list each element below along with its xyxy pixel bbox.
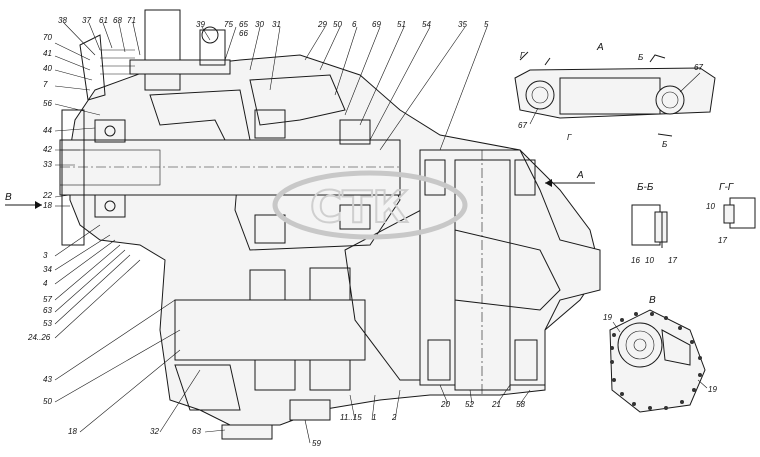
lower-case: [174, 364, 241, 411]
callout: 54: [422, 20, 431, 29]
section-gg: Г-Г 10 17: [706, 182, 756, 245]
callout: 6: [352, 20, 357, 29]
shift-mechanism: [79, 9, 231, 101]
callout: 65: [239, 20, 248, 29]
callout: 67: [694, 63, 703, 72]
bottom-plug: [289, 399, 331, 421]
callout: 1: [372, 413, 376, 422]
callout: 59: [312, 439, 321, 448]
callout: 4: [43, 279, 48, 288]
callout: 29: [317, 20, 327, 29]
callout: 41: [43, 49, 52, 58]
callout: 33: [43, 160, 52, 169]
callout: 5: [484, 20, 489, 29]
callout: 20: [440, 400, 450, 409]
callout: 42: [43, 145, 52, 154]
callout: 58: [516, 400, 525, 409]
pinion-gear: [454, 229, 561, 311]
input-shaft: [59, 139, 401, 196]
callouts-bottom: 32 63 59 11..15 1 2 20 52 21 58: [150, 400, 525, 448]
callout: 18: [43, 201, 52, 210]
callout: 56: [43, 99, 52, 108]
view-a: А Г Г Б Б 67 67: [514, 42, 716, 149]
drain-plug: [221, 424, 273, 440]
callout: 40: [43, 64, 52, 73]
callout: 39: [196, 20, 205, 29]
watermark-text: СТК: [310, 182, 408, 233]
callout: 10: [645, 256, 654, 265]
callout: 11..15: [340, 413, 362, 422]
callout: 10: [706, 202, 715, 211]
lower-bearing-bottom-right: [309, 359, 351, 391]
callout: 63: [192, 427, 201, 436]
callout: 7: [43, 80, 48, 89]
callout: 44: [43, 126, 52, 135]
view-a-mark: Б: [638, 53, 643, 62]
intermediate-shaft: [174, 299, 366, 361]
lower-bearing-bottom-left: [254, 359, 296, 391]
view-a-mark: Г: [567, 133, 572, 142]
callout: 18: [68, 427, 77, 436]
callout: 67: [518, 121, 527, 130]
callout: 50: [333, 20, 342, 29]
callout: 43: [43, 375, 52, 384]
callout: 70: [43, 33, 52, 42]
bolt-circle: [610, 312, 702, 410]
callout: 75: [224, 20, 233, 29]
upper-housing-section-2: [249, 74, 346, 126]
callout: 32: [150, 427, 159, 436]
callout: 31: [272, 20, 281, 29]
callout: 53: [43, 319, 52, 328]
callout: 16: [631, 256, 640, 265]
callout: 35: [458, 20, 467, 29]
diff-bearing-bottom-right: [514, 339, 538, 381]
callout: 19: [603, 313, 612, 322]
input-bearings: [94, 109, 371, 244]
callout: 2: [391, 413, 397, 422]
callout: 51: [397, 20, 406, 29]
callout: 24..26: [27, 333, 51, 342]
arrow-label-a: А: [576, 170, 584, 181]
view-v-title: В: [649, 295, 656, 306]
view-v: В 19 19: [603, 295, 717, 413]
section-bb: Б-Б 16 10 17: [631, 182, 677, 265]
callout: 38: [58, 16, 67, 25]
callout: 68: [113, 16, 122, 25]
callout: 34: [43, 265, 52, 274]
callout: 66: [239, 29, 248, 38]
callout: 61: [99, 16, 108, 25]
callout: 3: [43, 251, 48, 260]
diff-bearing-bottom-left: [427, 339, 451, 381]
callout: 50: [43, 397, 52, 406]
callout: 71: [127, 16, 136, 25]
callouts-left: 70 41 40 7 56 44 42 33 22 18 3 34 4 57 6…: [27, 33, 77, 436]
section-gg-title: Г-Г: [719, 182, 735, 193]
callout: 21: [491, 400, 501, 409]
view-a-title: А: [596, 42, 604, 53]
callout: 17: [668, 256, 677, 265]
callout: 22: [42, 191, 52, 200]
callout: 19: [708, 385, 717, 394]
diff-bearing-top-right: [514, 159, 536, 196]
callout: 52: [465, 400, 474, 409]
callout: 63: [43, 306, 52, 315]
section-bb-title: Б-Б: [637, 182, 654, 193]
callout: 69: [372, 20, 381, 29]
main-assembly: В А: [5, 9, 601, 440]
arrow-label-v: В: [5, 192, 12, 203]
callout: 30: [255, 20, 264, 29]
input-flange: [61, 109, 85, 246]
leader-lines: [54, 22, 531, 444]
callout: 17: [718, 236, 727, 245]
callout: 57: [43, 295, 52, 304]
view-a-mark: Б: [662, 140, 667, 149]
callout: 37: [82, 16, 91, 25]
callouts-top: 38 37 61 68 71 39 75 65 30 31 29 50 6 69…: [58, 16, 489, 38]
watermark: СТК: [272, 170, 468, 240]
lower-bearing-left: [249, 269, 286, 301]
view-a-mark: Г: [520, 51, 525, 60]
